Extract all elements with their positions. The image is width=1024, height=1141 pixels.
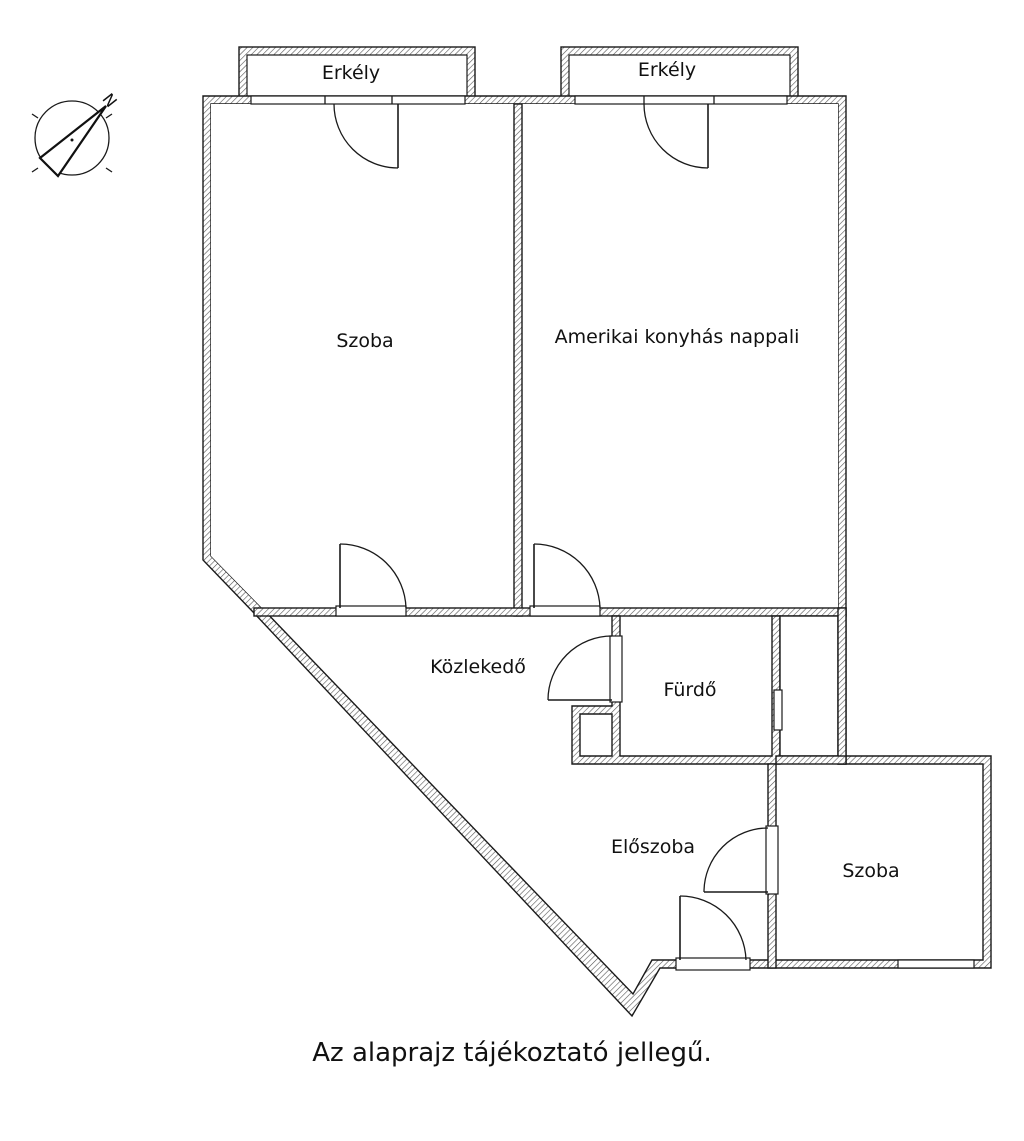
label-bedroom-bottom: Szoba (842, 860, 899, 882)
label-balcony-right: Erkély (638, 59, 696, 81)
label-living-kitchen: Amerikai konyhás nappali (555, 326, 800, 348)
label-bathroom: Fürdő (663, 679, 716, 701)
door-living-corridor (529, 543, 601, 617)
door-living-balcony (643, 103, 709, 169)
compass-north-label: N (98, 90, 120, 111)
label-hall: Előszoba (611, 836, 695, 858)
door-bathroom (547, 635, 623, 703)
compass-icon: N (31, 90, 121, 178)
label-balcony-left: Erkély (322, 62, 380, 84)
label-corridor: Közlekedő (430, 656, 526, 678)
door-entrance (675, 895, 751, 971)
door-small-bedroom (703, 825, 779, 895)
door-bedroom-corridor (335, 543, 407, 617)
disclaimer-caption: Az alaprajz tájékoztató jellegű. (312, 1038, 712, 1068)
door-bedroom-balcony (333, 103, 399, 169)
label-bedroom-top: Szoba (336, 330, 393, 352)
floor-plan: N (31, 46, 992, 1018)
balcony-left (238, 46, 476, 100)
balcony-right (560, 46, 799, 100)
door-storage (773, 689, 783, 731)
windows (250, 95, 975, 969)
